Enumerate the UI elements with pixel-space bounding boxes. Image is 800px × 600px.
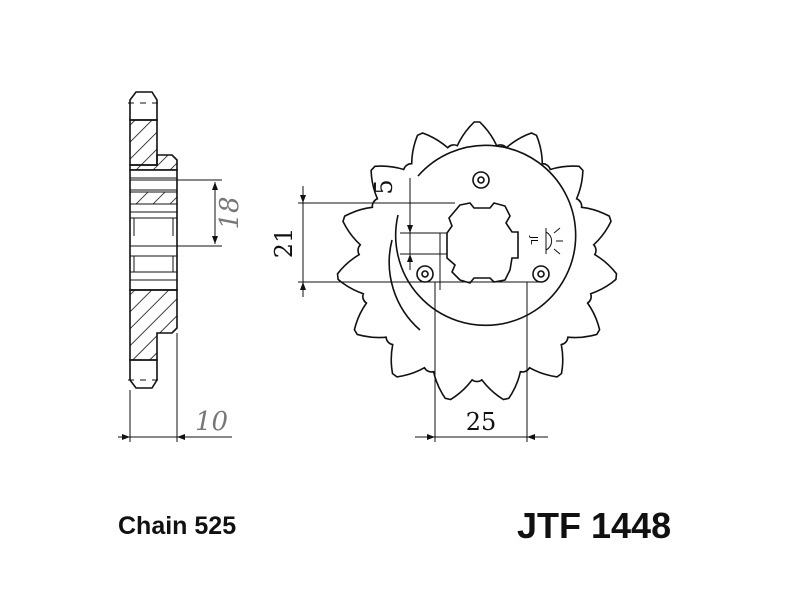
bolt-hole-left	[416, 265, 434, 283]
chain-label: Chain 525	[118, 512, 237, 540]
bolt-hole-top	[472, 171, 490, 189]
pitch-circle	[394, 144, 577, 327]
side-view: 18 10	[118, 91, 245, 442]
side-width-label: 10	[195, 407, 228, 437]
spline-bore	[446, 202, 519, 284]
part-number: JTF 1448	[517, 505, 672, 546]
bolt-spacing-label: 25	[466, 408, 497, 436]
marking-symbol-text: JL	[528, 235, 539, 245]
spline-width-label: 5	[370, 179, 398, 194]
front-view: JL 21 5 25	[270, 121, 618, 442]
side-hub-height-label: 18	[215, 196, 245, 229]
sprocket-outline	[336, 121, 618, 401]
spline-offset-label: 21	[270, 228, 298, 259]
marking-icon: JL	[528, 227, 563, 255]
bolt-hole-right	[532, 265, 550, 283]
